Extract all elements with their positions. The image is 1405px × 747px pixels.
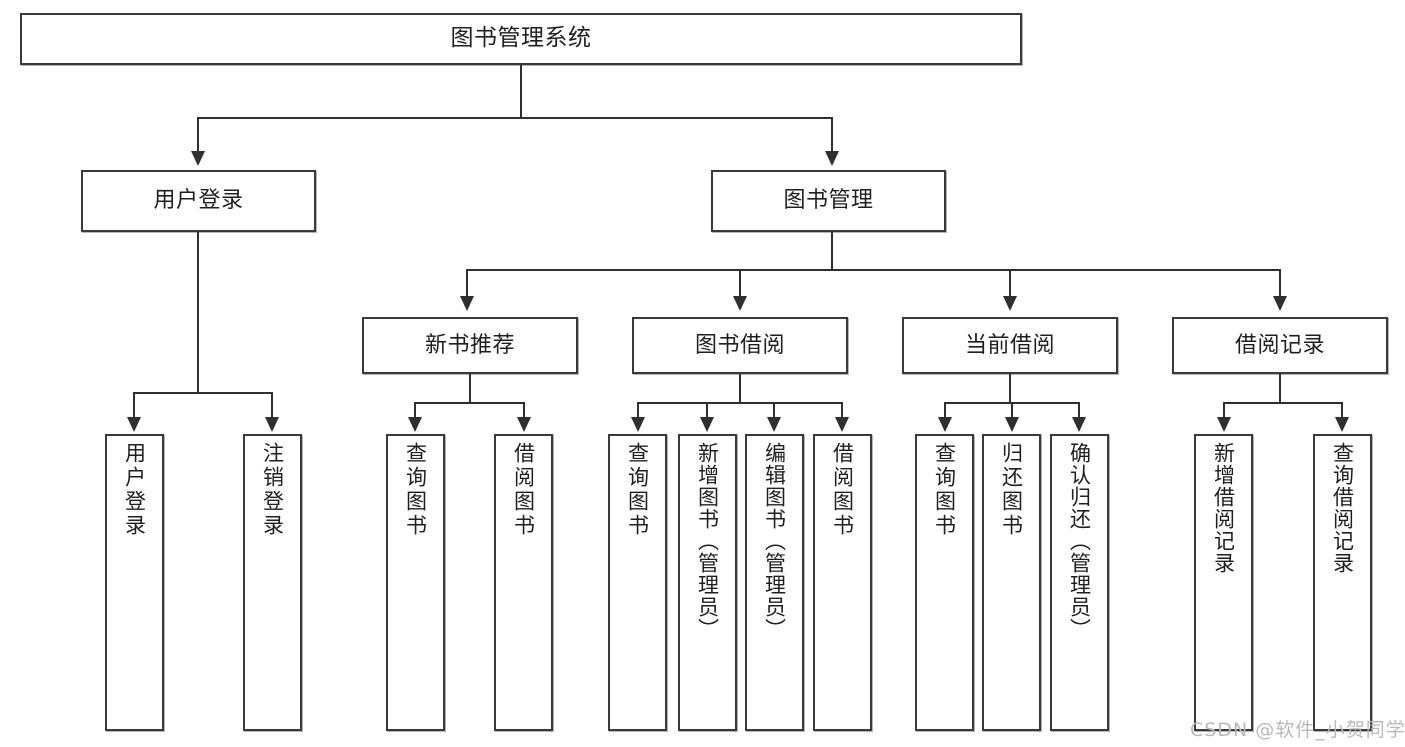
node-label: 编辑图书（管理员） <box>762 442 787 640</box>
node-leaf-user-login[interactable]: 用户登录 <box>105 434 164 731</box>
connector-drop-leaf-logout <box>271 392 273 417</box>
connector-drop-current-borrow <box>1009 269 1011 296</box>
arrow-leaf-user-login <box>127 417 141 432</box>
node-label: 查询借阅记录 <box>1330 442 1355 574</box>
arrow-leaf-return-book <box>1005 417 1019 432</box>
node-label: 用户登录 <box>122 442 147 538</box>
connector-drop-leaf-query-book-1 <box>414 402 416 417</box>
node-label: 新书推荐 <box>424 332 515 358</box>
connector-borrow-record-stem <box>1279 374 1281 403</box>
connector-book-borrow-stem <box>739 374 741 403</box>
node-label: 借阅记录 <box>1234 332 1325 358</box>
connector-drop-leaf-edit-book <box>773 402 775 417</box>
node-leaf-query-book-recommend[interactable]: 查询图书 <box>386 434 445 731</box>
connector-level2-bus <box>197 117 833 119</box>
arrow-leaf-borrow-book-2 <box>835 417 849 432</box>
arrow-book-management <box>825 151 839 166</box>
connector-current-borrow-stem <box>1009 374 1011 403</box>
connector-book-borrow-bus <box>637 402 843 404</box>
node-current-borrow[interactable]: 当前借阅 <box>902 317 1118 374</box>
arrow-leaf-confirm-return <box>1072 417 1086 432</box>
arrow-leaf-query-book-1 <box>408 417 422 432</box>
arrow-leaf-edit-book <box>767 417 781 432</box>
arrow-leaf-add-book <box>700 417 714 432</box>
node-label: 图书借阅 <box>694 332 785 358</box>
node-label: 用户登录 <box>153 188 244 214</box>
connector-drop-leaf-return-book <box>1011 402 1013 417</box>
connector-new-book-recommend-stem <box>469 374 471 403</box>
node-leaf-return-book[interactable]: 归还图书 <box>982 434 1041 731</box>
node-new-book-recommend[interactable]: 新书推荐 <box>362 317 578 374</box>
node-label: 借阅图书 <box>830 442 855 538</box>
node-root-book-management-system[interactable]: 图书管理系统 <box>20 13 1022 65</box>
connector-drop-user-login <box>197 117 199 151</box>
arrow-leaf-query-book-3 <box>938 417 952 432</box>
node-label: 查询图书 <box>403 442 428 538</box>
node-leaf-add-borrow-record[interactable]: 新增借阅记录 <box>1194 434 1253 731</box>
arrow-leaf-query-record <box>1335 417 1349 432</box>
node-leaf-add-book[interactable]: 新增图书（管理员） <box>678 434 737 731</box>
node-label: 查询图书 <box>932 442 957 538</box>
connector-borrow-record-bus <box>1223 402 1343 404</box>
arrow-leaf-logout <box>265 417 279 432</box>
arrow-user-login <box>191 151 205 166</box>
node-user-login[interactable]: 用户登录 <box>81 170 316 232</box>
connector-drop-leaf-user-login <box>133 392 135 417</box>
node-leaf-query-book-borrow[interactable]: 查询图书 <box>608 434 667 731</box>
node-leaf-borrow-book-recommend[interactable]: 借阅图书 <box>494 434 553 731</box>
node-borrow-record[interactable]: 借阅记录 <box>1172 317 1388 374</box>
connector-drop-leaf-query-book-2 <box>637 402 639 417</box>
connector-new-book-recommend-bus <box>414 402 525 404</box>
node-book-management[interactable]: 图书管理 <box>711 170 946 232</box>
node-leaf-query-borrow-record[interactable]: 查询借阅记录 <box>1313 434 1372 731</box>
node-book-borrow[interactable]: 图书借阅 <box>632 317 848 374</box>
node-leaf-edit-book[interactable]: 编辑图书（管理员） <box>745 434 804 731</box>
arrow-borrow-record <box>1273 296 1287 311</box>
connector-drop-leaf-add-book <box>706 402 708 417</box>
arrow-leaf-add-record <box>1217 417 1231 432</box>
node-label: 新增图书（管理员） <box>695 442 720 640</box>
node-label: 图书管理系统 <box>450 25 592 52</box>
connector-drop-leaf-add-record <box>1223 402 1225 417</box>
connector-drop-leaf-query-book-3 <box>944 402 946 417</box>
connector-drop-book-management <box>831 117 833 151</box>
node-label: 注销登录 <box>260 442 285 538</box>
node-label: 借阅图书 <box>511 442 536 538</box>
node-label: 查询图书 <box>625 442 650 538</box>
node-label: 新增借阅记录 <box>1211 442 1236 574</box>
arrow-new-book-recommend <box>460 296 474 311</box>
connector-drop-leaf-query-record <box>1341 402 1343 417</box>
connector-book-management-stem <box>831 232 833 270</box>
connector-drop-leaf-borrow-book-1 <box>523 402 525 417</box>
connector-root-stem <box>520 65 522 118</box>
connector-user-login-bus <box>133 392 272 394</box>
connector-drop-borrow-record <box>1279 269 1281 296</box>
node-leaf-query-book-current[interactable]: 查询图书 <box>915 434 974 731</box>
node-label: 当前借阅 <box>964 332 1055 358</box>
node-label: 确认归还（管理员） <box>1067 442 1092 640</box>
arrow-leaf-query-book-2 <box>631 417 645 432</box>
connector-level3-bus <box>466 269 1280 271</box>
node-leaf-logout[interactable]: 注销登录 <box>243 434 302 731</box>
arrow-leaf-borrow-book-1 <box>517 417 531 432</box>
connector-drop-leaf-confirm-return <box>1078 402 1080 417</box>
node-leaf-borrow-book[interactable]: 借阅图书 <box>813 434 872 731</box>
node-label: 归还图书 <box>999 442 1024 538</box>
arrow-current-borrow <box>1003 296 1017 311</box>
connector-user-login-stem <box>197 232 199 393</box>
node-label: 图书管理 <box>783 188 874 214</box>
arrow-book-borrow <box>733 296 747 311</box>
node-leaf-confirm-return[interactable]: 确认归还（管理员） <box>1050 434 1109 731</box>
connector-drop-leaf-borrow-book-2 <box>841 402 843 417</box>
connector-drop-book-borrow <box>739 269 741 296</box>
csdn-watermark: CSDN @软件_小贺同学 <box>1190 715 1405 742</box>
connector-drop-new-book-recommend <box>466 269 468 296</box>
watermark-text: CSDN @软件_小贺同学 <box>1190 719 1405 741</box>
